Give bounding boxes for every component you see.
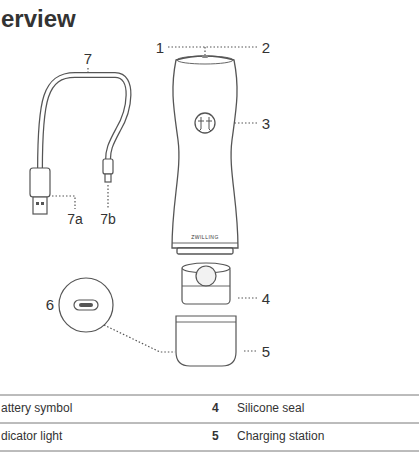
table-cell: Charging station: [237, 430, 324, 444]
callout-number: 7: [84, 51, 92, 66]
leader-lines: [52, 47, 258, 352]
callout-number: 3: [262, 116, 270, 131]
table-cell: attery symbol: [1, 402, 72, 416]
table-cell: Silicone seal: [237, 402, 304, 416]
port-detail: [59, 278, 113, 332]
callout-number: 1: [156, 40, 164, 55]
leader-line: [52, 196, 75, 209]
charging-station: [176, 316, 236, 366]
leader-line: [107, 185, 108, 209]
table-rules: [0, 395, 419, 451]
table-number: 4: [212, 402, 219, 416]
callout-number: 5: [262, 344, 270, 359]
usb-cable: [30, 75, 129, 214]
page-title: erview: [1, 5, 76, 33]
callout-number: 2: [262, 40, 270, 55]
silicone-seal: [182, 263, 230, 304]
table-number: 5: [212, 430, 219, 444]
callout-number: 7b: [100, 212, 116, 226]
leader-line: [104, 325, 175, 352]
vacuum-pump: [172, 55, 238, 254]
leader-line: [244, 350, 258, 351]
callout-number: 6: [46, 297, 54, 312]
leader-line: [238, 297, 258, 298]
brand-mark: ZWILLING: [191, 235, 219, 240]
callout-number: 4: [262, 291, 270, 306]
leader-line: [204, 47, 205, 55]
table-cell: dicator light: [1, 430, 62, 444]
leader-line: [168, 46, 258, 47]
callout-number: 7a: [67, 212, 83, 226]
